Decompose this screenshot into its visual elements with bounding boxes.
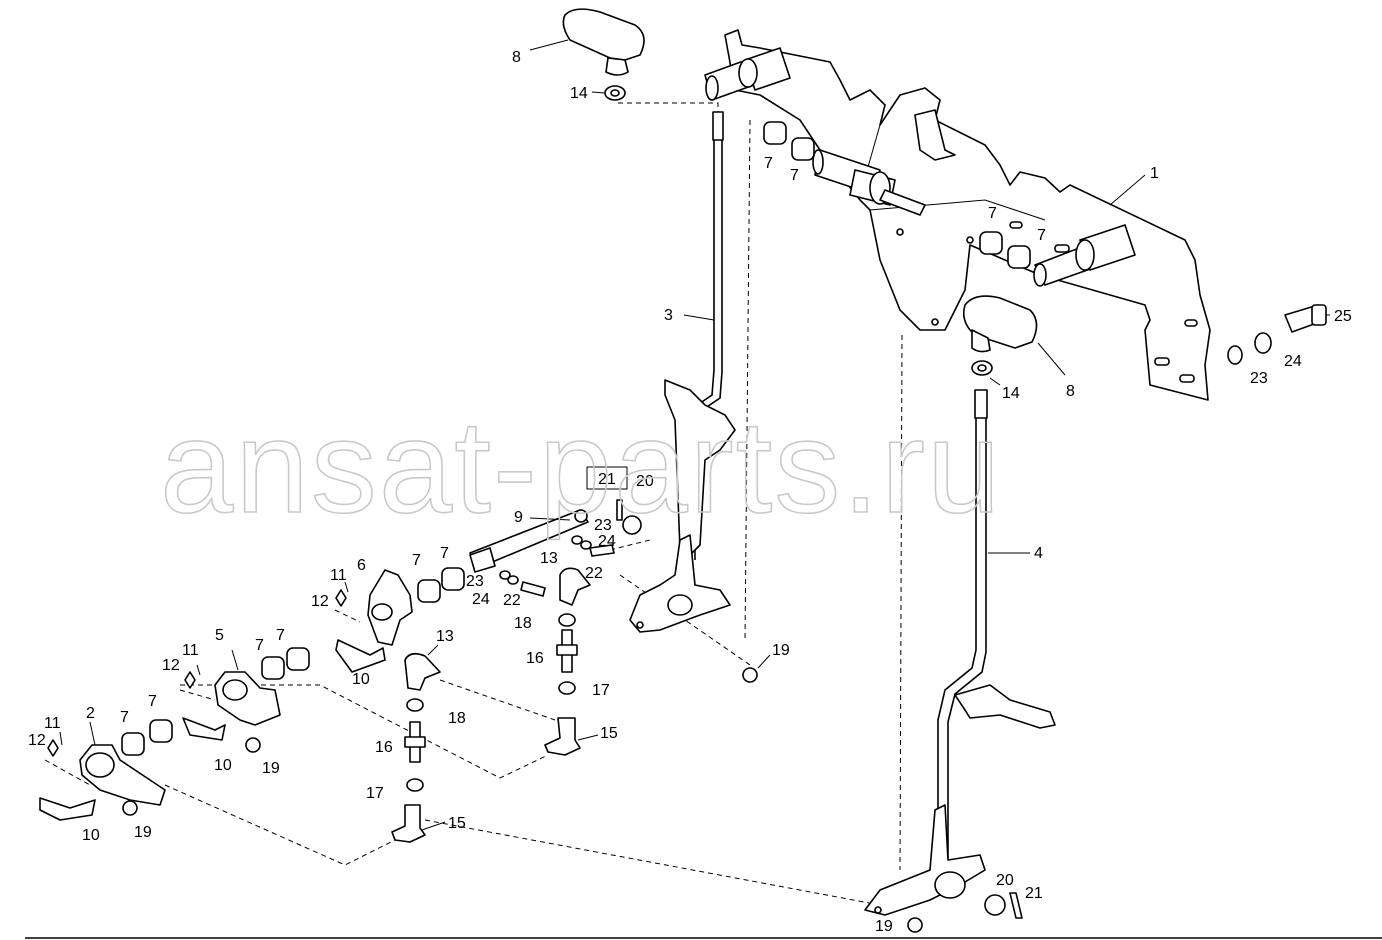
callout-2: 2 bbox=[86, 705, 95, 722]
callout-13: 13 bbox=[436, 628, 454, 645]
callout-8: 8 bbox=[1066, 383, 1075, 400]
lever-rod-4 bbox=[864, 389, 1056, 916]
callout-11: 11 bbox=[330, 567, 347, 584]
callout-23: 23 bbox=[466, 573, 484, 590]
callout-15: 15 bbox=[600, 725, 618, 742]
callout-5: 5 bbox=[215, 627, 224, 644]
callout-16: 16 bbox=[526, 650, 544, 667]
callout-25: 25 bbox=[1334, 308, 1352, 325]
callout-21: 21 bbox=[598, 471, 616, 488]
callout-17: 17 bbox=[592, 682, 610, 699]
callout-7: 7 bbox=[120, 709, 129, 726]
callout-11: 11 bbox=[44, 715, 61, 732]
callout-19: 19 bbox=[134, 824, 152, 841]
callout-24: 24 bbox=[1284, 353, 1302, 370]
callout-7: 7 bbox=[790, 167, 799, 184]
knob-top bbox=[562, 8, 645, 101]
callout-14: 14 bbox=[570, 85, 588, 102]
ball-joints bbox=[391, 567, 591, 843]
callout-7: 7 bbox=[255, 637, 264, 654]
callout-15: 15 bbox=[448, 815, 466, 832]
callout-23: 23 bbox=[1250, 370, 1268, 387]
callout-20: 20 bbox=[996, 872, 1014, 889]
callout-24: 24 bbox=[598, 533, 616, 550]
callout-10: 10 bbox=[352, 671, 370, 688]
callout-16: 16 bbox=[375, 739, 393, 756]
callout-8: 8 bbox=[512, 49, 521, 66]
callout-4: 4 bbox=[1034, 545, 1043, 562]
bushings-lower bbox=[121, 567, 465, 756]
callout-19: 19 bbox=[772, 642, 790, 659]
callout-24: 24 bbox=[472, 591, 490, 608]
callout-7: 7 bbox=[1037, 227, 1046, 244]
callout-13: 13 bbox=[540, 550, 558, 567]
knob-right bbox=[962, 295, 1038, 376]
studs-and-nuts bbox=[122, 613, 923, 933]
callout-18: 18 bbox=[514, 615, 532, 632]
bracket-2 bbox=[39, 744, 166, 821]
callout-7: 7 bbox=[148, 693, 157, 710]
watermark-text: ansat-parts.ru bbox=[160, 393, 1002, 540]
callout-7: 7 bbox=[988, 205, 997, 222]
callout-1: 1 bbox=[1150, 165, 1159, 182]
lever-rod-3 bbox=[629, 111, 736, 633]
assembly-dashed-lines bbox=[44, 102, 903, 906]
callout-9: 9 bbox=[514, 509, 523, 526]
callout-7: 7 bbox=[412, 552, 421, 569]
callout-7: 7 bbox=[440, 545, 449, 562]
callout-10: 10 bbox=[82, 827, 100, 844]
callout-18: 18 bbox=[448, 710, 466, 727]
leader-lines bbox=[89, 39, 1330, 831]
callout-12: 12 bbox=[162, 657, 180, 674]
callout-21: 21 bbox=[1025, 885, 1043, 902]
callout-12: 12 bbox=[28, 732, 46, 749]
bracket-5 bbox=[182, 671, 281, 741]
callout-14: 14 bbox=[1002, 385, 1020, 402]
callout-23: 23 bbox=[594, 517, 612, 534]
callout-17: 17 bbox=[366, 785, 384, 802]
callout-22: 22 bbox=[585, 565, 603, 582]
shaft-9 bbox=[469, 509, 589, 573]
callout-12: 12 bbox=[311, 593, 329, 610]
callout-labels: 1 2 3 4 5 6 7 7 7 7 7 7 7 7 7 7 8 8 9 10… bbox=[28, 49, 1352, 935]
callout-22: 22 bbox=[503, 592, 521, 609]
callout-20: 20 bbox=[636, 473, 654, 490]
bracket-6 bbox=[335, 569, 413, 673]
callout-7: 7 bbox=[764, 155, 773, 172]
callout-7: 7 bbox=[276, 627, 285, 644]
callout-3: 3 bbox=[664, 307, 673, 324]
callout-11: 11 bbox=[182, 642, 199, 659]
callout-6: 6 bbox=[357, 557, 366, 574]
screws-washers bbox=[47, 304, 1327, 919]
main-bracket bbox=[704, 29, 1211, 401]
callout-10: 10 bbox=[214, 757, 232, 774]
callout-19: 19 bbox=[875, 918, 893, 935]
bushings-upper bbox=[763, 121, 1031, 269]
callout-19: 19 bbox=[262, 760, 280, 777]
callout-box-21 bbox=[586, 466, 628, 490]
